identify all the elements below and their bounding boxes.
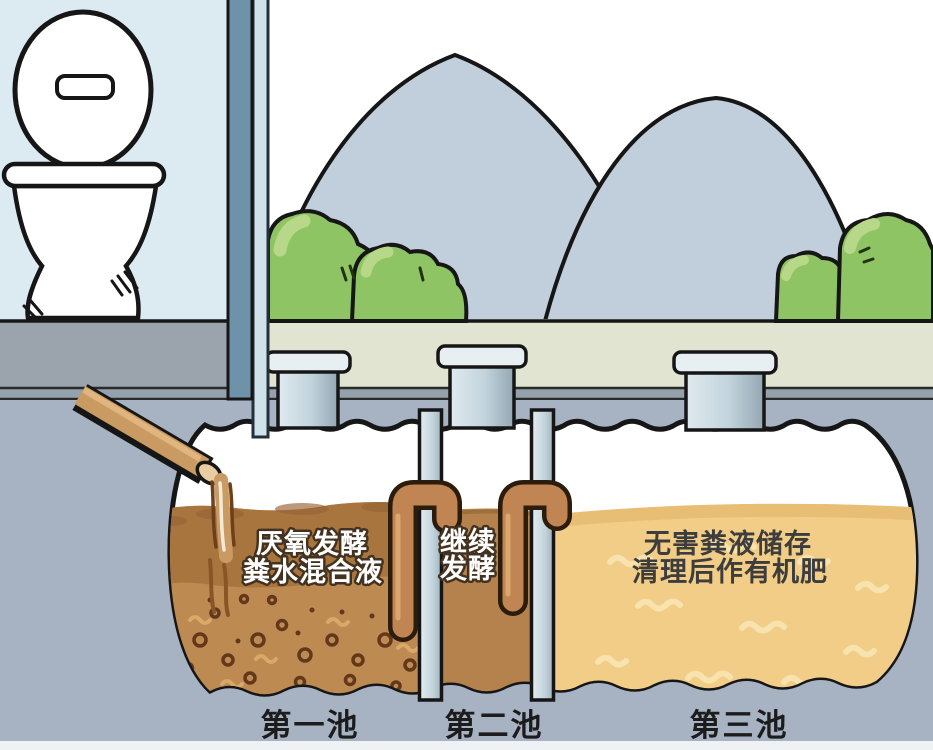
- bush-highlight: [844, 218, 880, 254]
- sewage-stream-submerged: [208, 558, 230, 617]
- bush: [835, 212, 933, 323]
- toilet-hatch-lines: [22, 270, 139, 320]
- bush-highlight: [781, 255, 809, 281]
- chamber1-name-label: 第一池: [261, 708, 360, 743]
- toilet: [1, 9, 167, 321]
- partition-2: [529, 408, 556, 702]
- vent-pipe: [251, 0, 270, 439]
- chamber3-caption-line2: 清理后作有机肥: [632, 557, 828, 587]
- inspection-riser-3: [672, 350, 778, 432]
- toilet-bowl: [11, 183, 159, 321]
- bush-highlight: [360, 246, 394, 278]
- wall-pillar: [226, 0, 254, 401]
- chamber1-caption-line2: 粪水混合液: [243, 556, 383, 587]
- toilet-seat: [1, 161, 167, 189]
- bush-highlight: [273, 214, 311, 257]
- chamber1-bubbles: [177, 593, 433, 695]
- captions: 厌氧发酵 粪水混合液 继续 发酵 无害粪液储存 清理后作有机肥 第一池 第二池 …: [241, 524, 828, 744]
- chamber2-caption-line1: 继续: [440, 526, 496, 557]
- bush-ticks: [418, 266, 425, 282]
- bush: [349, 242, 469, 323]
- chamber3-surface-band: [545, 503, 917, 528]
- riser-cap: [264, 350, 352, 374]
- transfer-pipe-2: [498, 480, 572, 616]
- transfer-pipe-1: [388, 480, 462, 642]
- inlet-pipe: [72, 384, 223, 486]
- chamber3-squiggles: [595, 540, 889, 688]
- riser-cap: [436, 344, 528, 369]
- toilet-flush-button: [55, 74, 115, 100]
- bottom-strip: [0, 741, 933, 750]
- chamber3-name-label: 第三池: [690, 708, 789, 743]
- bush-ticks: [858, 246, 875, 264]
- room-floor: [0, 322, 252, 389]
- chamber3-caption-line1: 无害粪液储存: [644, 528, 812, 559]
- chamber3-liquid: [545, 503, 917, 695]
- chamber1-caption-line1: 厌氧发酵: [256, 528, 368, 559]
- ground-strip: [252, 319, 933, 389]
- bush-ticks: [340, 264, 356, 282]
- partition-1: [417, 408, 444, 702]
- riser-cap: [672, 350, 778, 375]
- sewage-stream: [210, 473, 236, 563]
- chamber2-name-label: 第二池: [445, 708, 544, 743]
- right-bushes: [773, 212, 933, 323]
- inspection-riser-1: [264, 350, 352, 430]
- chamber2-caption-line2: 发酵: [439, 553, 496, 584]
- inspection-riser-2: [436, 344, 528, 430]
- left-bushes: [266, 209, 469, 323]
